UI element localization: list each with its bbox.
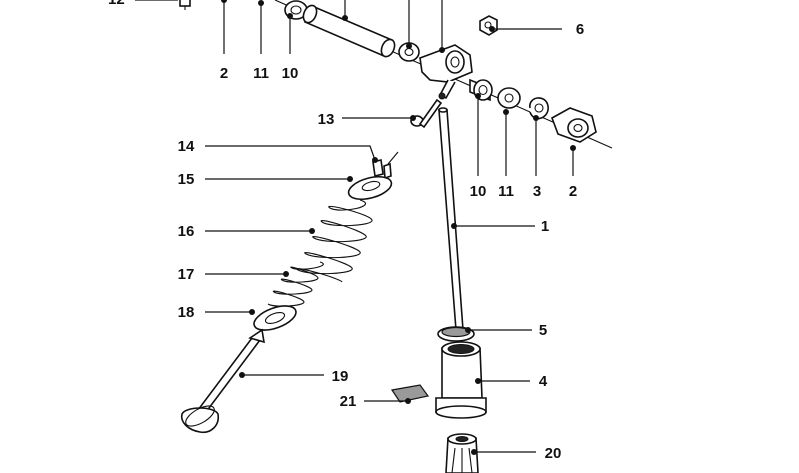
- part-14-valve-keepers: [372, 151, 399, 180]
- callout-18: 18: [178, 304, 195, 321]
- part-2-bracket: [551, 107, 597, 143]
- part-6-nut: [479, 15, 498, 36]
- part-3-circlip: [529, 97, 549, 120]
- callout-2-top: 2: [220, 65, 228, 82]
- callout-21: 21: [340, 393, 357, 410]
- callout-20: 20: [545, 445, 562, 462]
- part-13-adjusting-screw: [410, 98, 443, 129]
- callout-4: 4: [539, 373, 548, 390]
- part-5-seal-ring: [437, 326, 475, 342]
- callout-11-top: 11: [253, 65, 269, 82]
- part-15-spring-retainer: [347, 175, 393, 201]
- rocker-shaft-tube: [302, 4, 396, 58]
- callout-10-top: 10: [282, 65, 299, 82]
- callout-11-lower: 11: [498, 183, 514, 200]
- part-1-pushrod: [438, 107, 464, 331]
- part-11-washer: [497, 87, 521, 109]
- part-4-tappet-guide: [435, 341, 487, 419]
- callout-12: 12: [108, 0, 125, 8]
- callout-1: 1: [541, 218, 549, 235]
- callout-5: 5: [539, 322, 547, 339]
- callout-13: 13: [318, 111, 335, 128]
- callout-19: 19: [332, 368, 349, 385]
- callout-16: 16: [178, 223, 195, 240]
- callout-10-lower: 10: [470, 183, 487, 200]
- callout-2-lower: 2: [569, 183, 577, 200]
- callout-6: 6: [576, 21, 584, 38]
- part-12-bolt: [179, 0, 191, 10]
- rocker-shaft-assembly: [179, 0, 613, 149]
- callout-labels: 12 2 11 10 6 13 10 11 3 2 14 15 16 1 17 …: [108, 0, 584, 462]
- callout-15: 15: [178, 171, 195, 188]
- callout-14: 14: [178, 138, 195, 155]
- leader-lines: [135, 0, 576, 455]
- part-16-outer-spring: [296, 199, 373, 283]
- part-17-inner-spring: [267, 261, 324, 307]
- callout-3: 3: [533, 183, 541, 200]
- callout-17: 17: [178, 266, 195, 283]
- part-20-tappet: [445, 433, 479, 473]
- part-10-bushing-lower: [469, 78, 493, 102]
- part-18-spring-seat: [253, 305, 297, 331]
- rocker-arm: [419, 44, 473, 100]
- valve-spring-group: [180, 151, 399, 434]
- part-19-valve: [180, 328, 265, 434]
- part-21-plate: [390, 384, 430, 403]
